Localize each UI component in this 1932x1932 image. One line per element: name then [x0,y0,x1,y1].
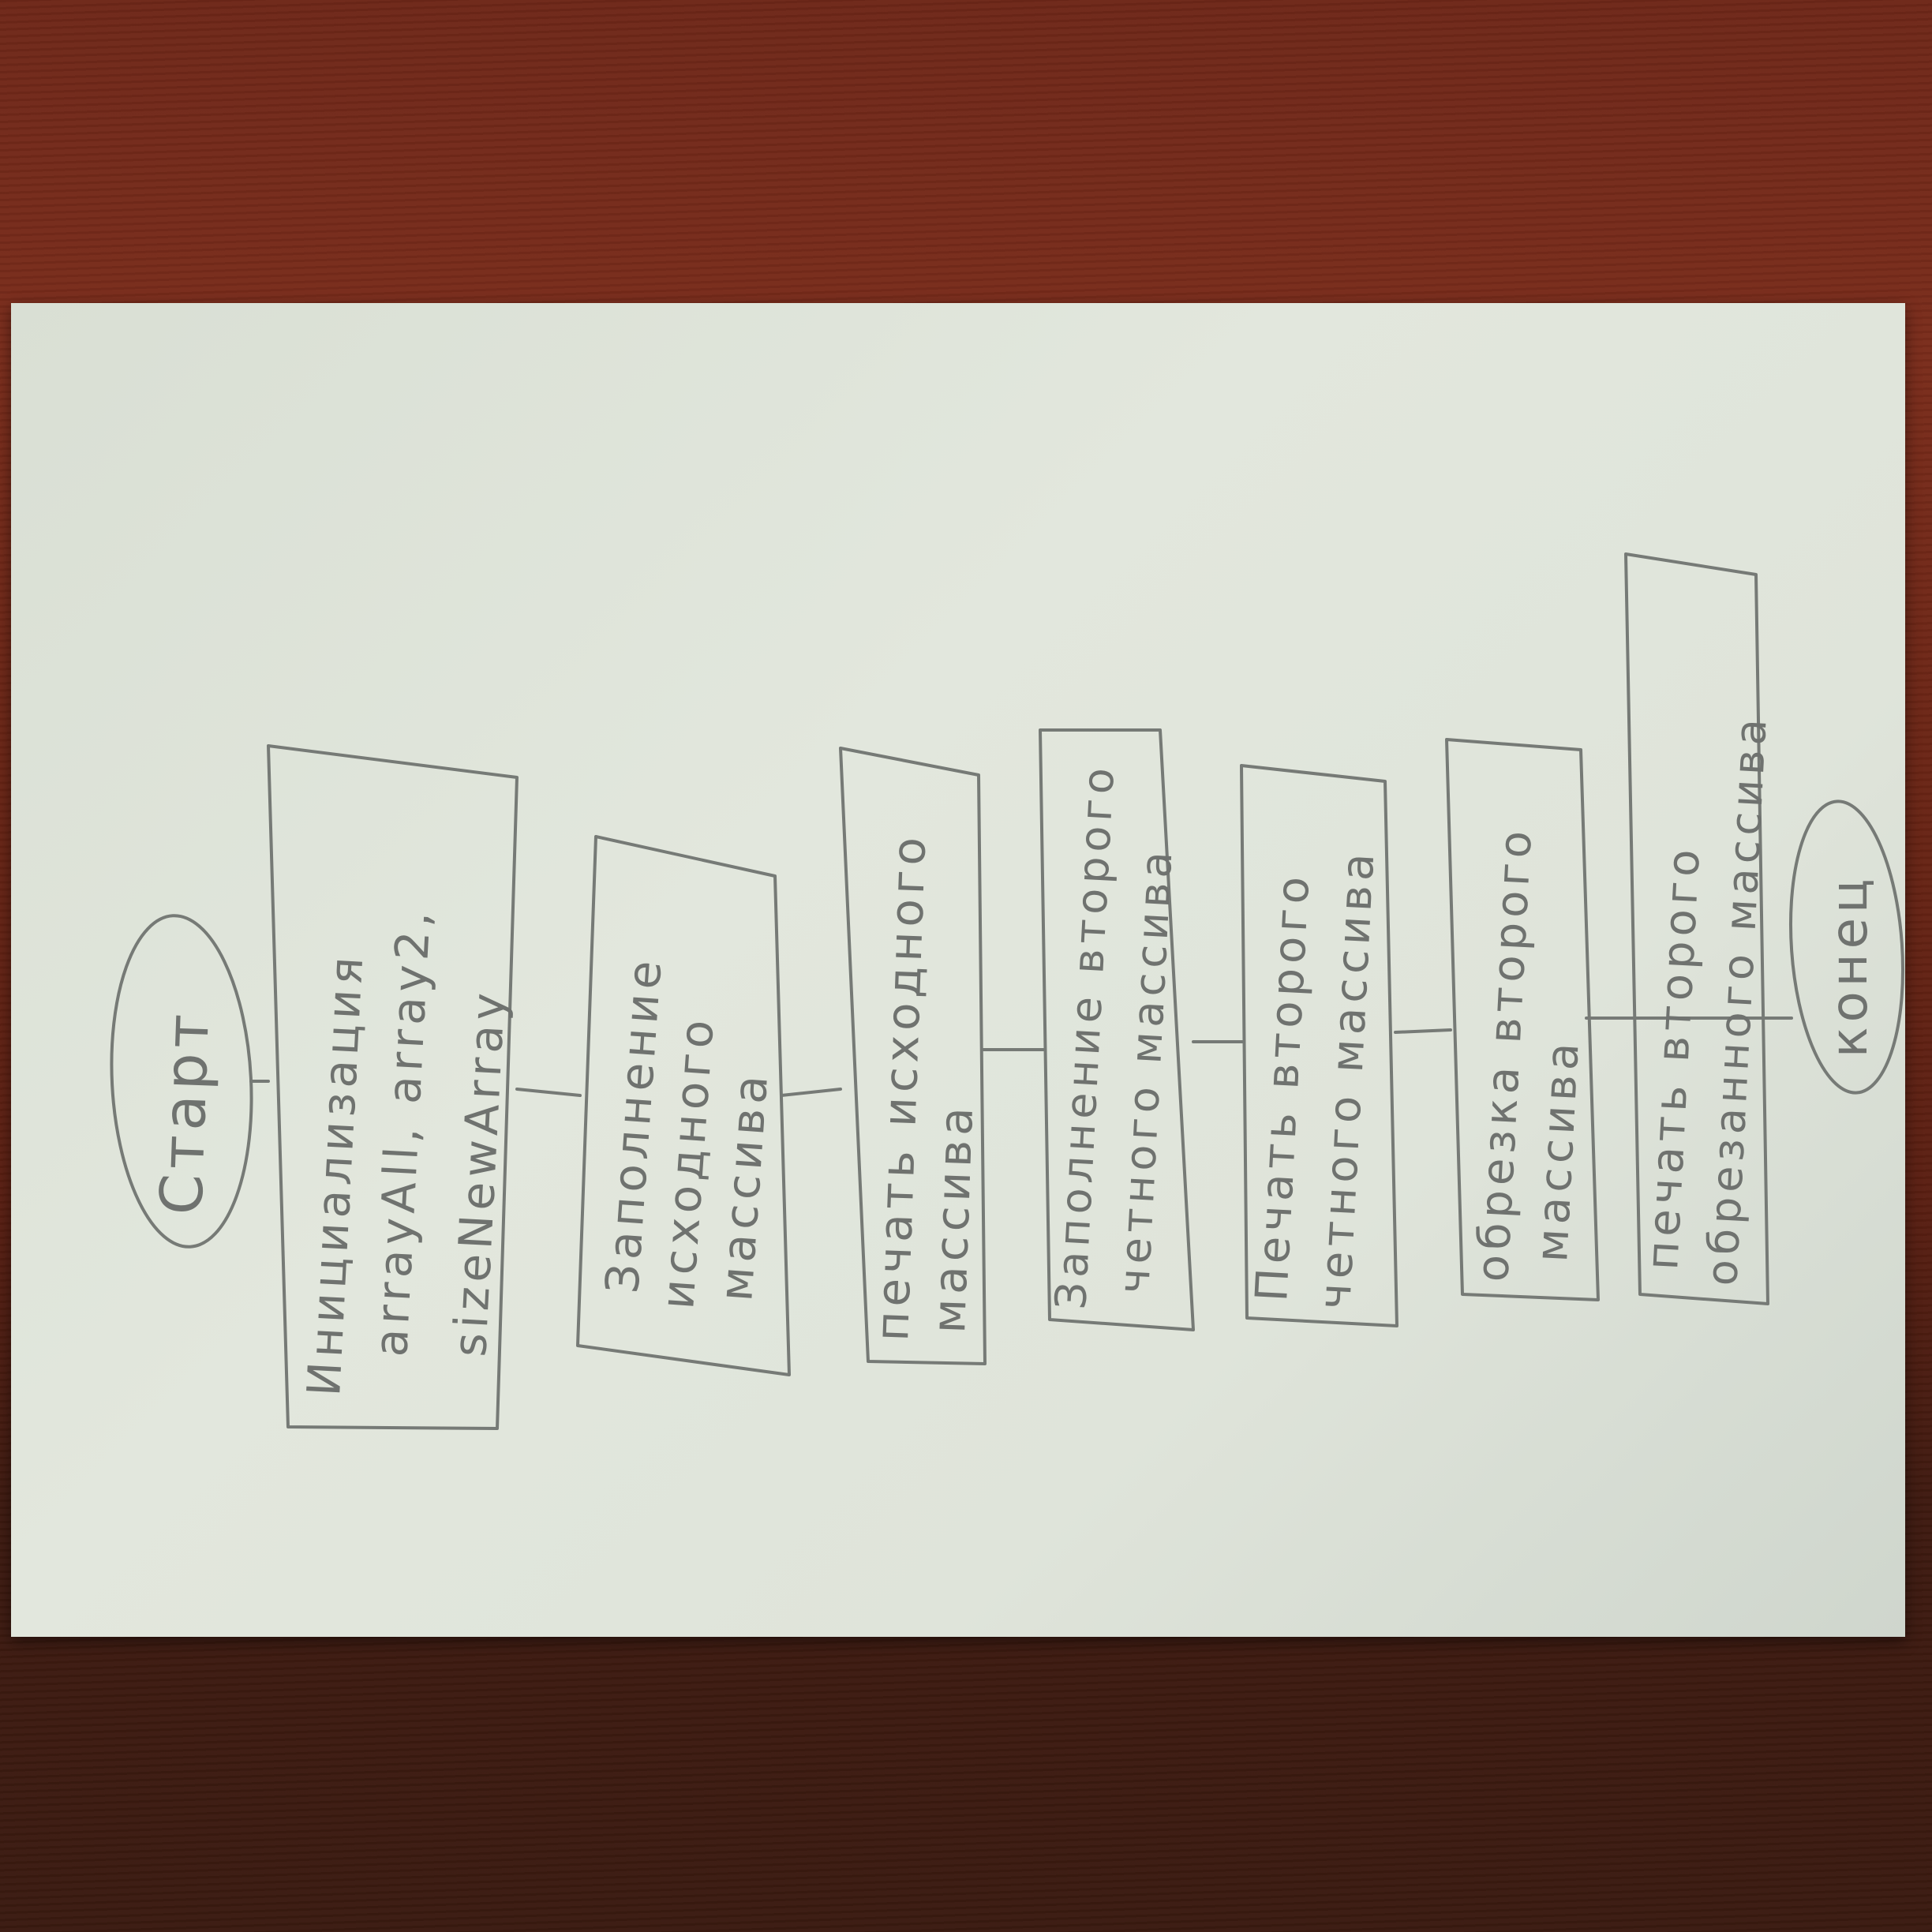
step-box-1 [267,744,519,1430]
step-4-line-2: четного массива [1109,845,1182,1294]
step-1-line-1: Инициализация [297,951,373,1398]
paper-sheet [11,303,1905,1637]
step-7-line-2: обрезанного массива [1697,713,1777,1286]
connector-5 [1394,1028,1452,1034]
step-5-line-2: четного массива [1309,848,1384,1311]
start-label: Старт [148,1009,223,1216]
step-5-line-1: Печать второго [1246,871,1320,1302]
start-oval [110,914,253,1249]
end-oval [1788,799,1905,1095]
step-1-line-3: sizeNewArray [443,987,515,1358]
step-box-4 [1039,728,1195,1331]
step-box-2 [576,835,791,1376]
step-6-line-2: массива [1526,1037,1589,1264]
connector-1 [515,1088,582,1097]
connector-2 [780,1088,842,1097]
end-label: конец [1821,874,1879,1058]
step-box-6 [1445,738,1600,1301]
step-box-5 [1240,764,1398,1327]
step-7-line-1: печать второго [1637,844,1710,1271]
step-box-3 [839,747,987,1365]
step-2-line-3: массива [709,1069,778,1303]
step-1-line-2: arrayAll, array2, [364,906,441,1358]
step-box-7 [1624,552,1769,1305]
step-3-line-2: массива [922,1102,983,1335]
